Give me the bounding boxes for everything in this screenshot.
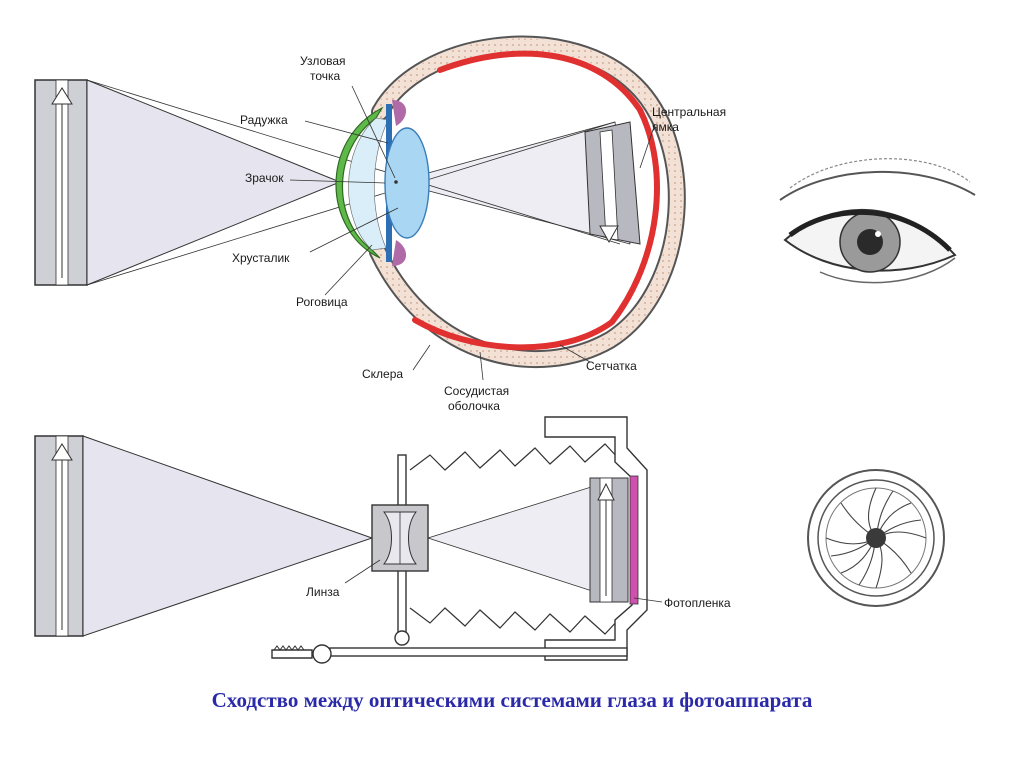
label-choroid-1: Сосудистая <box>444 384 509 398</box>
crystalline-lens <box>385 128 429 238</box>
nodal-point <box>394 180 398 184</box>
label-film: Фотопленка <box>664 596 731 610</box>
film-strip <box>630 476 638 604</box>
label-retina: Сетчатка <box>586 359 637 373</box>
camera-object-panel <box>35 436 83 636</box>
ciliary-body-bottom <box>392 240 406 266</box>
eye-object-panel <box>35 80 87 285</box>
eye-diagram: Узловая точка Радужка Зрачок Хрусталик Р… <box>35 45 726 413</box>
label-cornea: Роговица <box>296 295 348 309</box>
label-fovea-1: Центральная <box>652 105 726 119</box>
label-sclera: Склера <box>362 367 403 381</box>
film-image-panel <box>590 476 638 604</box>
label-camera-lens: Линза <box>306 585 340 599</box>
ciliary-body-top <box>392 100 406 126</box>
label-choroid-2: оболочка <box>448 399 500 413</box>
eye-sketch-illustration <box>780 159 975 283</box>
camera-diagram: Линза Фотопленка <box>35 417 731 663</box>
label-fovea-2: ямка <box>652 120 679 134</box>
camera-light-cone <box>83 436 372 636</box>
bellows-bottom <box>410 608 620 634</box>
bellows-top <box>410 444 620 470</box>
label-lens: Хрусталик <box>232 251 290 265</box>
figure-caption: Сходство между оптическими системами гла… <box>0 688 1024 713</box>
label-nodal-point-1: Узловая <box>300 54 346 68</box>
label-pupil: Зрачок <box>245 171 284 185</box>
retina-image-panel <box>585 122 640 244</box>
label-iris: Радужка <box>240 113 288 127</box>
label-nodal-point-2: точка <box>310 69 341 83</box>
aperture-diaphragm-illustration <box>808 470 944 606</box>
eye-light-cone <box>87 80 340 285</box>
